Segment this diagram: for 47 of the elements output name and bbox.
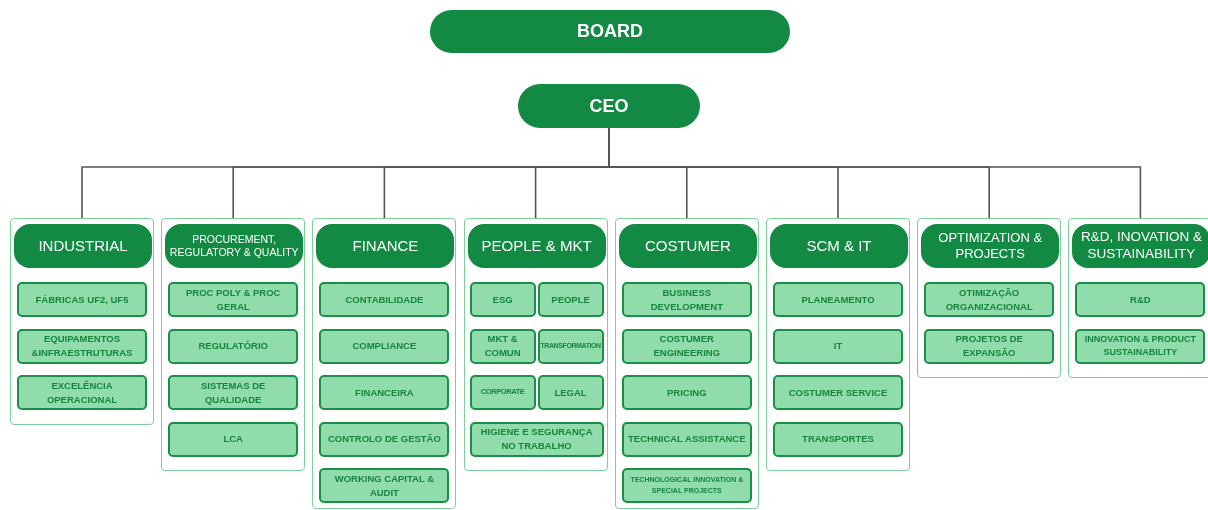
- unit-box: SISTEMAS DE QUALIDADE: [168, 375, 299, 410]
- unit-box: TRANSPORTES: [773, 421, 903, 457]
- department-panel: [10, 218, 154, 425]
- unit-box: COSTUMER ENGINEERING: [621, 328, 752, 364]
- department-header: PEOPLE & MKT: [467, 224, 606, 268]
- unit-box: OTIMIZAÇÃO ORGANIZACIONAL: [924, 282, 1055, 317]
- role-box: BOARD: [430, 10, 790, 53]
- unit-box: PROJETOS DE EXPANSÃO: [924, 328, 1055, 364]
- unit-box: EXCELÊNCIA OPERACIONAL: [17, 375, 147, 410]
- unit-box: PEOPLE: [537, 282, 604, 317]
- unit-box: COMPLIANCE: [319, 328, 450, 364]
- department-panel: [463, 218, 608, 471]
- unit-box: IT: [773, 328, 903, 364]
- unit-box: WORKING CAPITAL & AUDIT: [319, 468, 450, 503]
- department-panel: [614, 218, 759, 509]
- unit-box: R&D: [1075, 282, 1206, 317]
- department-header: PROCUREMENT, REGULATORY & QUALITY: [165, 224, 304, 268]
- department-header: FINANCE: [316, 224, 455, 268]
- unit-box: PRICING: [621, 375, 752, 410]
- unit-box: PROC POLY & PROC GERAL: [168, 282, 299, 317]
- department-panel: [917, 218, 1062, 378]
- department-header: OPTIMIZATION & PROJECTS: [921, 224, 1060, 268]
- role-box: CEO: [518, 84, 700, 128]
- unit-box: LCA: [168, 421, 299, 457]
- unit-box: BUSINESS DEVELOPMENT: [621, 282, 752, 317]
- unit-box: HIGIENE E SEGURANÇA NO TRABALHO: [469, 421, 604, 457]
- unit-box: CONTABILIDADE: [319, 282, 450, 317]
- unit-box: INNOVATION & PRODUCT SUSTAINABILITY: [1075, 328, 1206, 364]
- department-header: INDUSTRIAL: [14, 224, 152, 268]
- unit-box: MKT & COMUN: [469, 328, 536, 364]
- unit-box: EQUIPAMENTOS &INFRAESTRUTURAS: [17, 328, 147, 364]
- department-panel: [1068, 218, 1208, 378]
- unit-box: ESG: [469, 282, 536, 317]
- department-panel: [766, 218, 910, 471]
- department-panel: [161, 218, 306, 471]
- unit-box: CONTROLO DE GESTÃO: [319, 421, 450, 457]
- unit-box: COSTUMER SERVICE: [773, 375, 903, 410]
- unit-box: FÁBRICAS UF2, UF5: [17, 282, 147, 317]
- unit-box: TECHNICAL ASSISTANCE: [621, 421, 752, 457]
- department-header: R&D, INOVATION & SUSTAINABILITY: [1072, 224, 1208, 268]
- unit-box: LEGAL: [537, 375, 604, 410]
- department-header: COSTUMER: [618, 224, 757, 268]
- unit-box: REGULATÓRIO: [168, 328, 299, 364]
- department-header: SCM & IT: [770, 224, 908, 268]
- unit-box: PLANEAMENTO: [773, 282, 903, 317]
- unit-box: FINANCEIRA: [319, 375, 450, 410]
- department-panel: [312, 218, 457, 509]
